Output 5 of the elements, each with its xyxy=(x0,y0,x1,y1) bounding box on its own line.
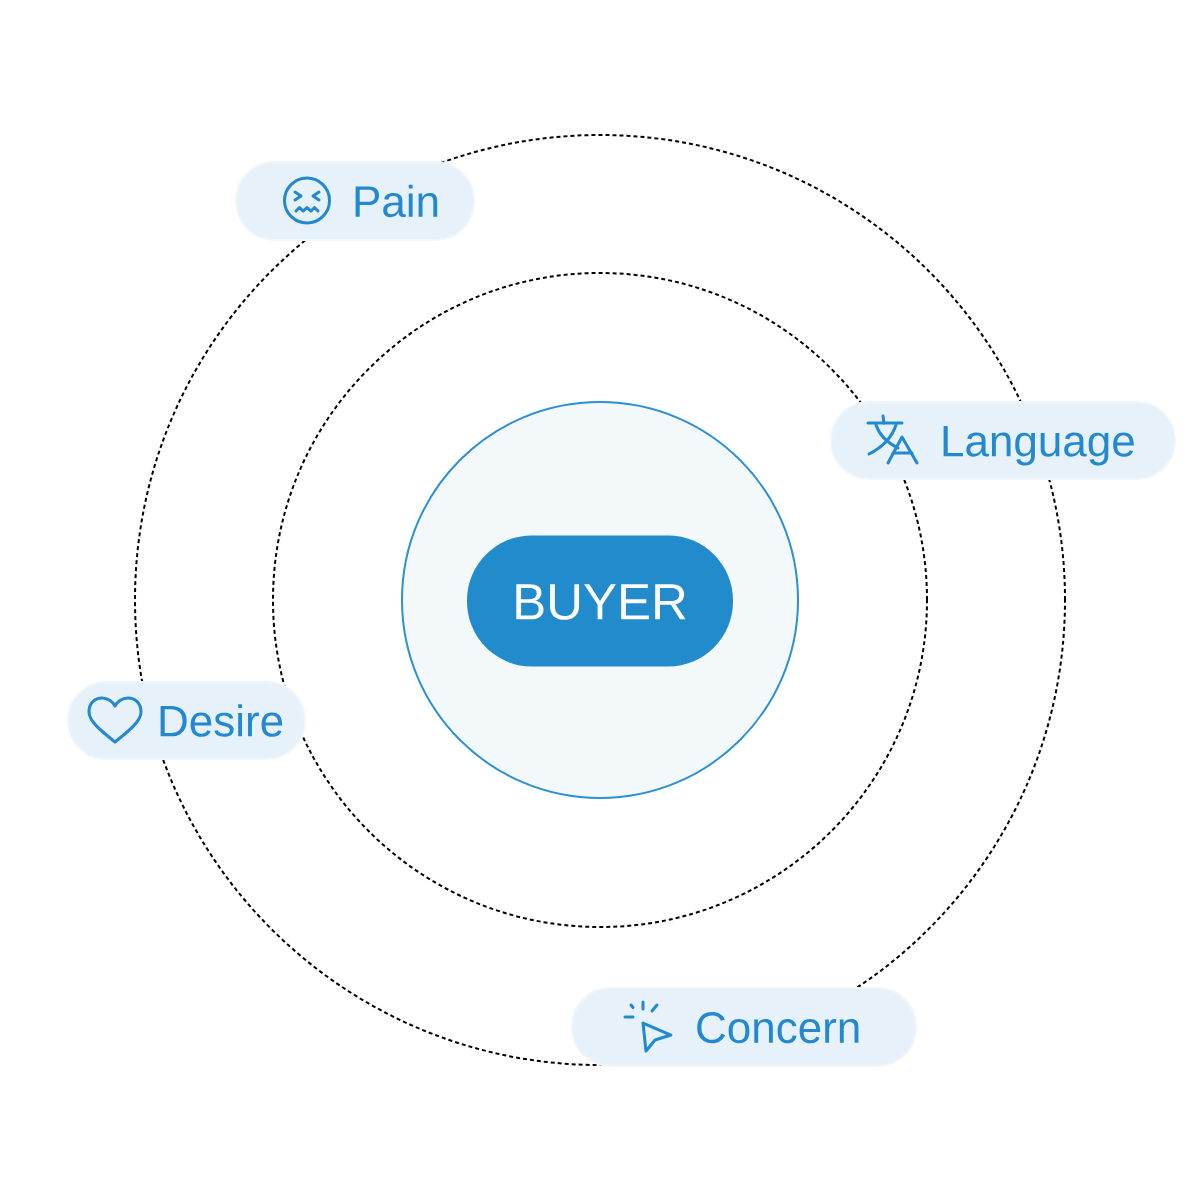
tag-pill: Desire xyxy=(67,681,306,760)
tag-pill: Pain xyxy=(235,161,475,241)
tag-pill: Concern xyxy=(571,987,917,1067)
center-pill: BUYER xyxy=(467,535,733,667)
tag-pill: Language xyxy=(830,401,1176,480)
